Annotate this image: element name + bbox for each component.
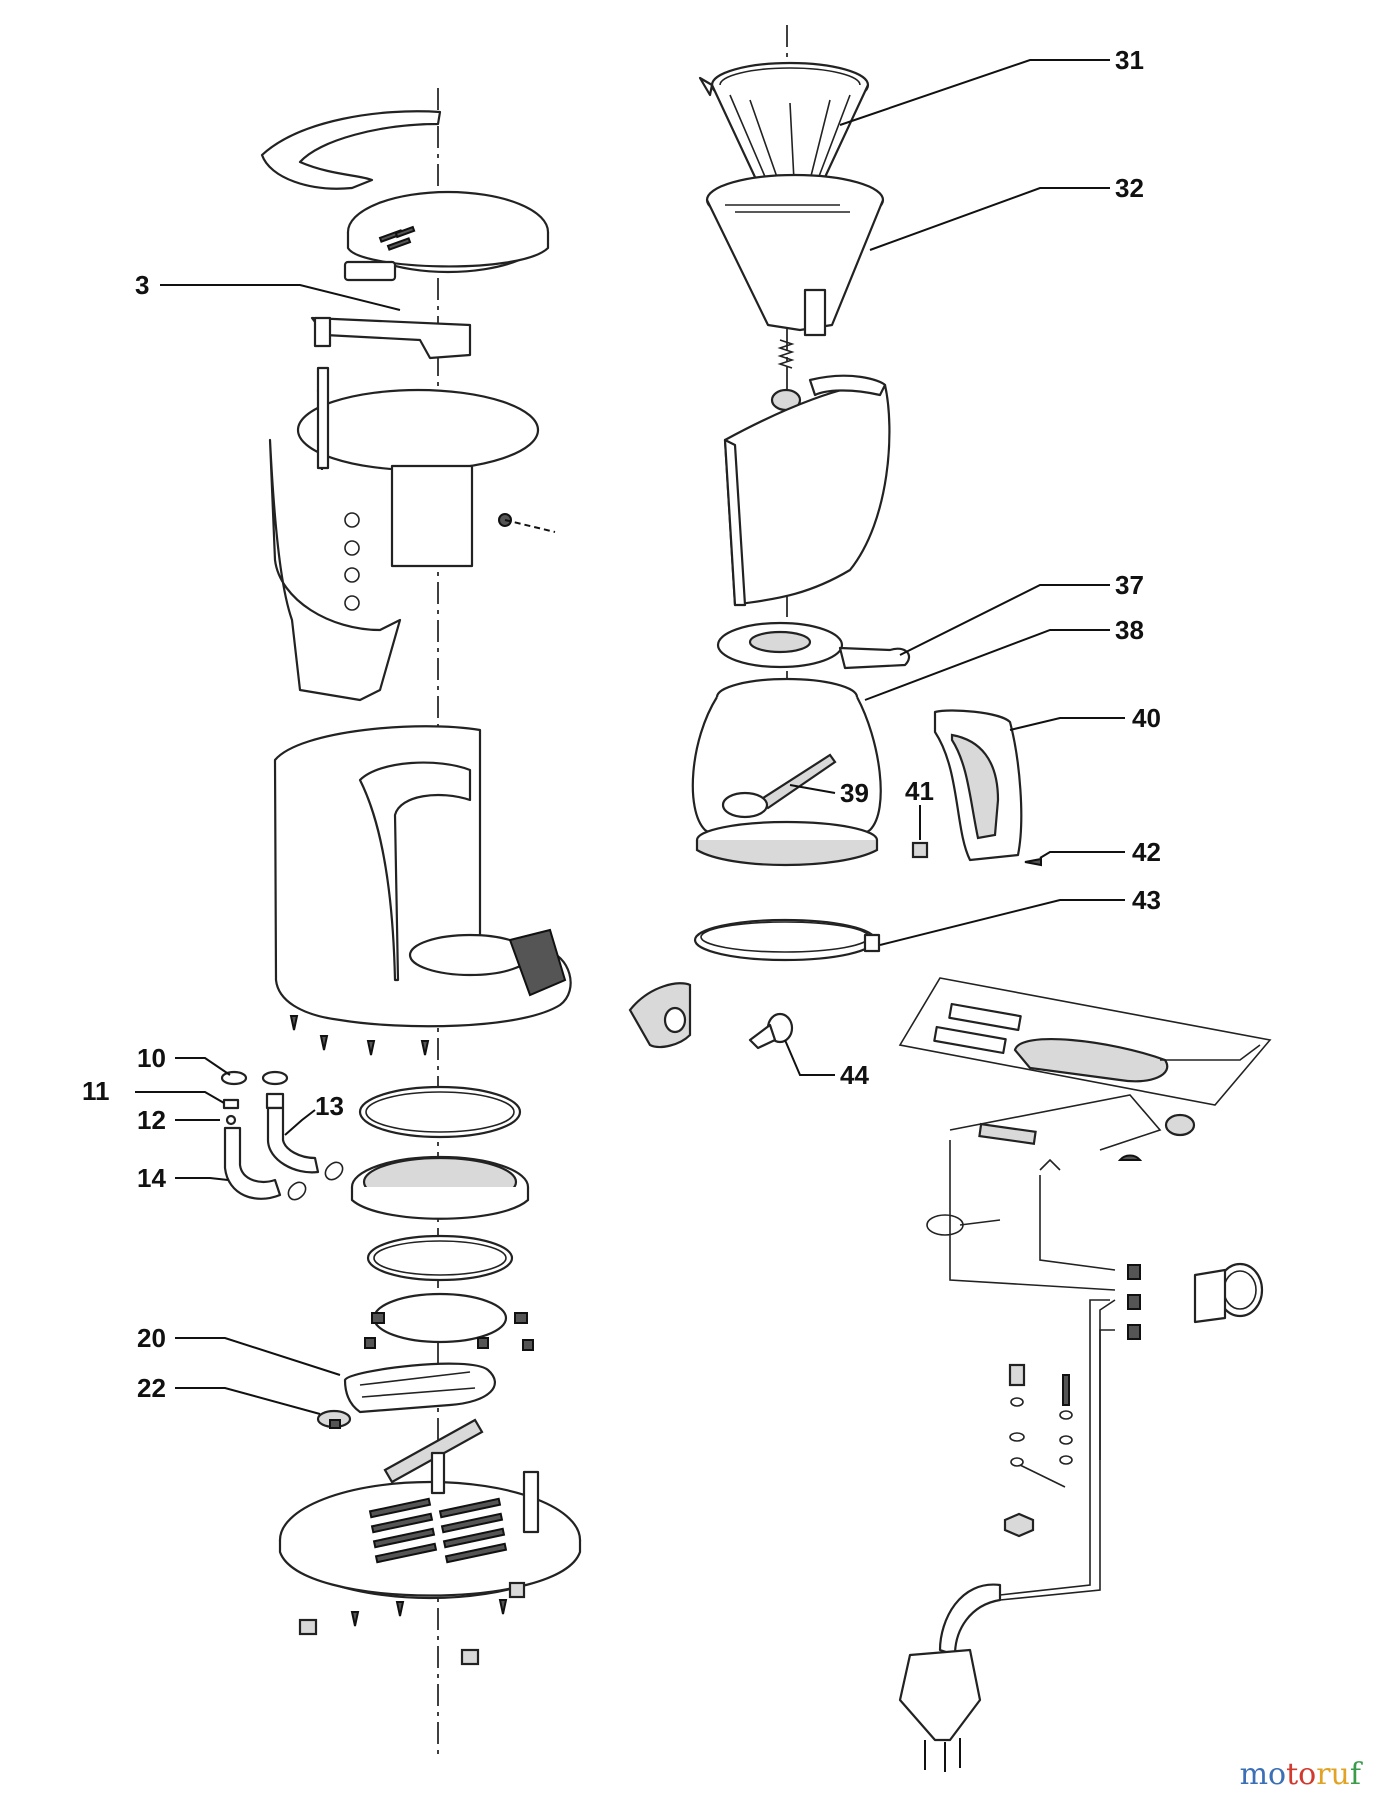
- callout-42: 42: [1132, 837, 1161, 867]
- part-32-filter-holder: [705, 173, 885, 337]
- watermark-logo: motoruf: [1240, 1757, 1361, 1792]
- part-42-screw: [1024, 857, 1042, 867]
- lid-cover: [260, 110, 442, 190]
- callout-labels: 3 10 11 12 13 14 20 22 31 32 37 38 39 40…: [82, 45, 1161, 1403]
- wire-connectors: [1127, 1264, 1141, 1340]
- part-39-measuring-spoon: [721, 753, 837, 819]
- gasket-ring-upper: [358, 1085, 522, 1139]
- part-37-carafe-lid: [716, 621, 911, 670]
- drip-valve: [770, 339, 802, 412]
- warming-plate: [372, 1292, 508, 1344]
- water-tank-housing: [268, 366, 556, 702]
- part-41-clip: [911, 841, 929, 859]
- water-tubes: [220, 1070, 344, 1201]
- part-31-filter: [698, 61, 870, 207]
- callout-37: 37: [1115, 570, 1144, 600]
- part-22-thermostat: [316, 1409, 352, 1429]
- heater-plate-ring: [350, 1155, 530, 1220]
- watermark-part-2: to: [1286, 1757, 1317, 1792]
- callout-38: 38: [1115, 615, 1144, 645]
- callout-10: 10: [137, 1043, 166, 1073]
- wiring-bracket: [383, 1418, 484, 1484]
- leader-lines: [135, 59, 1125, 1415]
- carafe-hood: [723, 374, 891, 607]
- part-20-heating-element: [343, 1362, 496, 1414]
- callout-39: 39: [840, 778, 869, 808]
- body-screws: [289, 1015, 430, 1056]
- part-44-knob: [748, 1012, 794, 1050]
- power-cord: [898, 1299, 1115, 1772]
- watermark-part-1: mo: [1239, 1757, 1287, 1792]
- part-3-lever: [310, 316, 472, 360]
- base-plate: [278, 1451, 582, 1600]
- wiring-panel: [898, 977, 1272, 1460]
- callout-31: 31: [1115, 45, 1144, 75]
- callout-40: 40: [1132, 703, 1161, 733]
- part-40-carafe-handle: [933, 709, 1023, 862]
- callout-11: 11: [82, 1076, 110, 1106]
- callout-20: 20: [137, 1323, 166, 1353]
- watermark-part-3: ru: [1316, 1757, 1350, 1792]
- main-body: [273, 725, 572, 1028]
- callout-13: 13: [315, 1091, 344, 1121]
- callout-41: 41: [905, 776, 934, 806]
- power-switch: [1193, 1262, 1264, 1324]
- callout-3: 3: [135, 270, 149, 300]
- lid: [343, 190, 550, 282]
- callout-22: 22: [137, 1373, 166, 1403]
- callout-14: 14: [137, 1163, 166, 1193]
- switch-cover: [628, 982, 692, 1049]
- plate-clips: [364, 1312, 534, 1351]
- gasket-ring-lower: [366, 1234, 514, 1282]
- callout-43: 43: [1132, 885, 1161, 915]
- callout-12: 12: [137, 1105, 166, 1135]
- part-43-carafe-band: [693, 918, 881, 962]
- watermark-part-4: f: [1349, 1757, 1361, 1792]
- callout-32: 32: [1115, 173, 1144, 203]
- part-38-carafe: [691, 677, 882, 867]
- base-feet-screws: [298, 1581, 526, 1666]
- hardware-fasteners: [1003, 1363, 1073, 1538]
- callout-44: 44: [840, 1060, 869, 1090]
